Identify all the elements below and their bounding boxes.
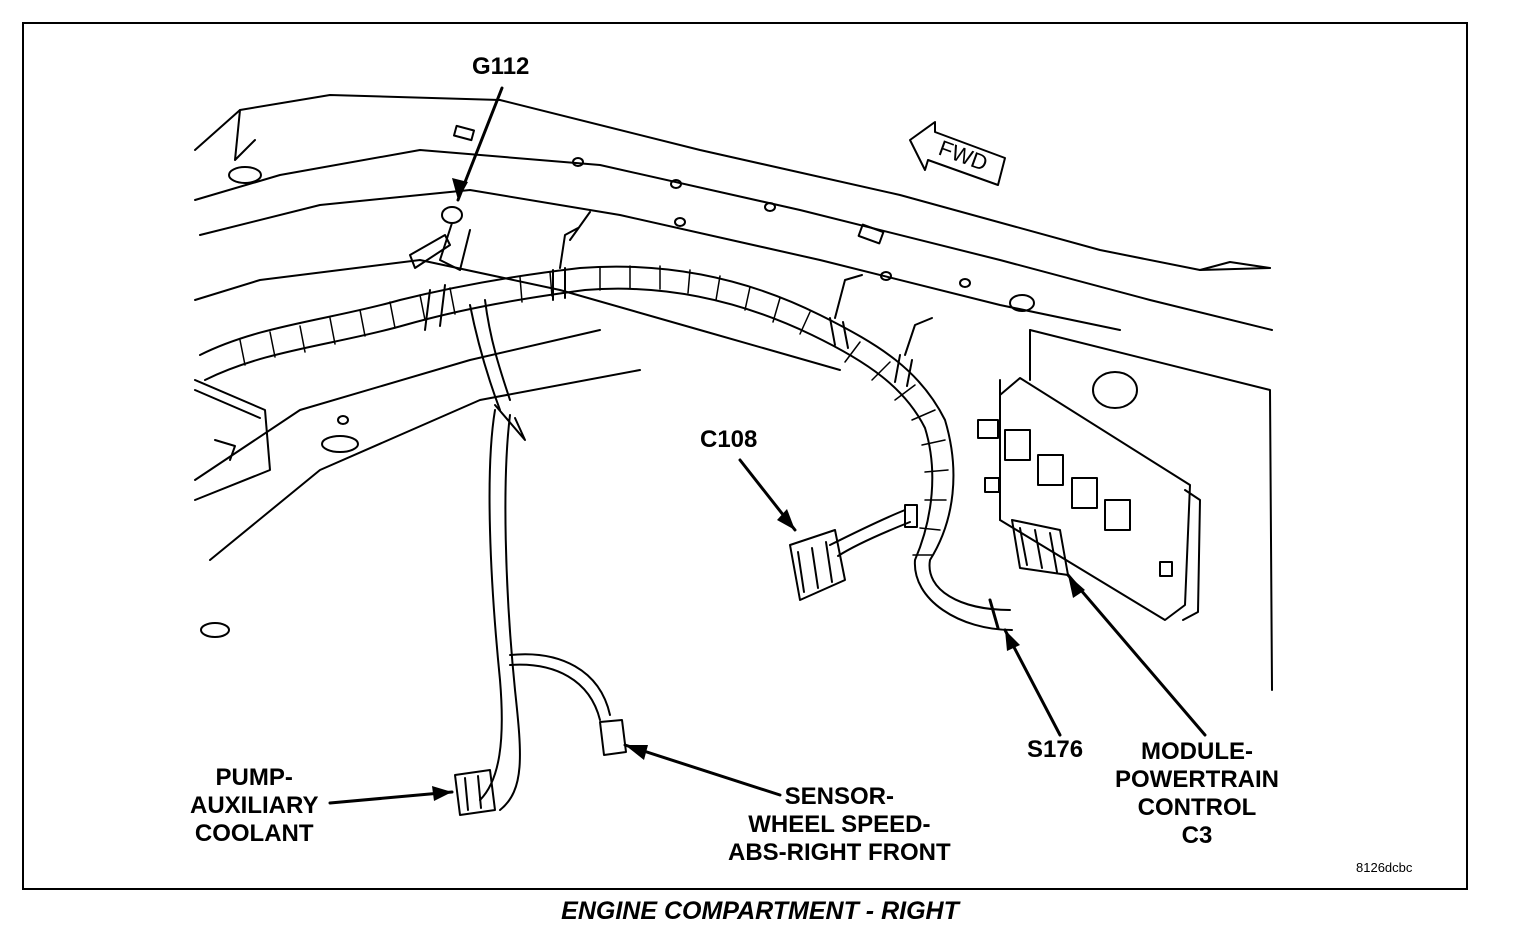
rail-holes xyxy=(200,124,1138,638)
s176-splice-mark xyxy=(988,598,1000,630)
label-pump-line-1: PUMP- xyxy=(215,764,293,791)
pcm-module xyxy=(977,377,1201,621)
label-sensor-line-1: SENSOR- xyxy=(784,783,894,810)
label-sensor: SENSOR- WHEEL SPEED- ABS-RIGHT FRONT xyxy=(728,783,951,867)
g112-ground-eyelet xyxy=(409,206,471,271)
harness-wrap-stripes xyxy=(239,265,949,556)
fwd-arrow-icon xyxy=(909,121,1006,186)
main-harness xyxy=(199,265,1013,631)
label-module: MODULE- POWERTRAIN CONTROL C3 xyxy=(1115,738,1279,850)
label-module-line-3: CONTROL xyxy=(1137,794,1257,821)
sensor-connector xyxy=(599,719,627,756)
label-pump: PUMP- AUXILIARY COOLANT xyxy=(190,764,318,848)
left-bracket xyxy=(194,379,271,501)
pump-connector xyxy=(454,769,496,816)
leader-arrows xyxy=(328,86,1207,805)
c108-branch xyxy=(829,504,918,557)
body-rail-outline xyxy=(194,94,1273,691)
leader-arrowheads xyxy=(432,178,1085,801)
label-pump-line-2: AUXILIARY xyxy=(190,792,319,819)
lower-branch-harness xyxy=(479,404,611,811)
c3-connector xyxy=(1011,519,1069,576)
label-module-line-1: MODULE- xyxy=(1141,738,1253,765)
label-s176: S176 xyxy=(1027,736,1084,763)
harness-clips xyxy=(424,211,933,387)
label-pump-line-3: COOLANT xyxy=(194,820,314,847)
diagram-frame xyxy=(22,22,1468,890)
label-c108: C108 xyxy=(700,426,758,453)
c108-connector xyxy=(789,529,846,601)
figure-caption: ENGINE COMPARTMENT - RIGHT xyxy=(561,897,959,925)
label-sensor-line-2: WHEEL SPEED- xyxy=(748,811,931,838)
image-code: 8126dcbc xyxy=(1356,860,1413,875)
label-g112: G112 xyxy=(472,53,530,80)
label-sensor-line-3: ABS-RIGHT FRONT xyxy=(728,839,951,866)
label-module-line-4: C3 xyxy=(1181,822,1213,849)
label-module-line-2: POWERTRAIN xyxy=(1115,766,1279,793)
